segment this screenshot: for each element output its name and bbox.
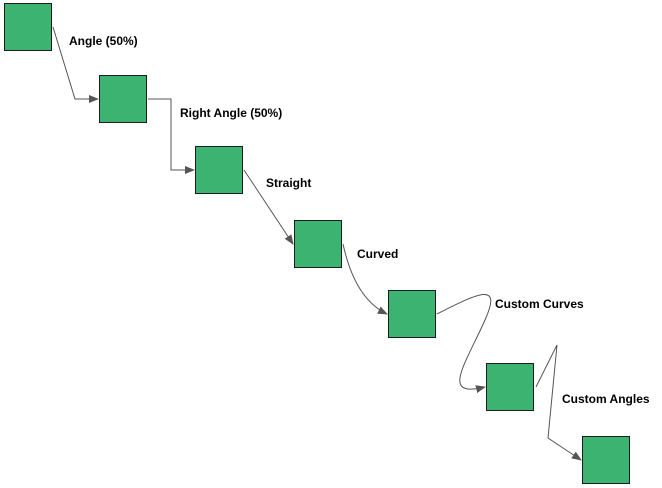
diagram-node-5[interactable] — [388, 290, 436, 338]
edge-right-angle-connector[interactable] — [148, 98, 195, 174]
diagram-node-2[interactable] — [99, 75, 147, 123]
edge-label-angle: Angle (50%) — [69, 34, 138, 48]
edge-curved-connector[interactable] — [342, 243, 388, 315]
edge-custom-curves-connector[interactable] — [436, 294, 492, 394]
edge-label-right-angle: Right Angle (50%) — [180, 106, 283, 120]
diagram-node-6[interactable] — [486, 363, 534, 411]
diagram-node-3[interactable] — [195, 146, 243, 194]
diagram-node-4[interactable] — [294, 220, 342, 268]
edge-label-straight: Straight — [266, 176, 312, 190]
edge-label-custom-angles: Custom Angles — [562, 392, 650, 406]
edge-straight-connector[interactable] — [243, 169, 294, 245]
edge-label-custom-curves: Custom Curves — [495, 297, 584, 311]
edge-custom-angles-connector[interactable] — [535, 344, 582, 461]
edge-angle-connector[interactable] — [52, 26, 99, 103]
edge-label-curved: Curved — [357, 247, 399, 261]
diagram-node-7[interactable] — [582, 436, 630, 484]
diagram-node-1[interactable] — [4, 3, 52, 51]
